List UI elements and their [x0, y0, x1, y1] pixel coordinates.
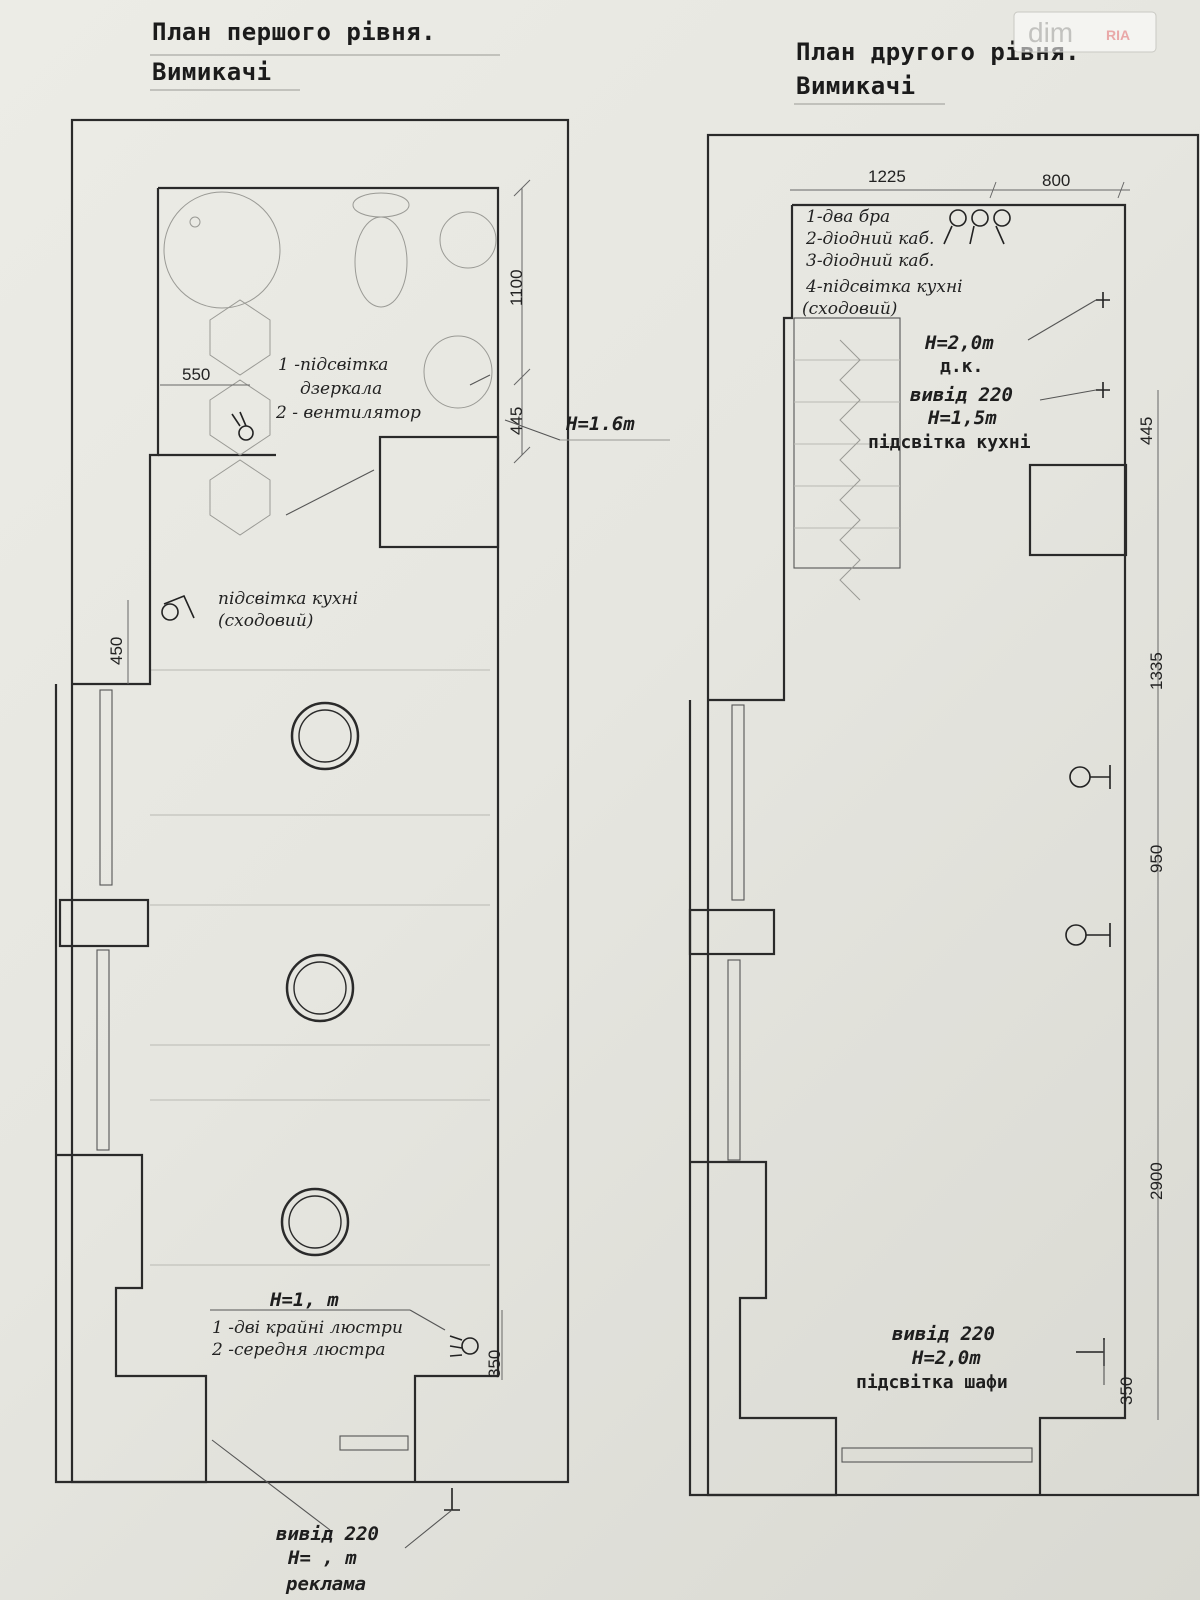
kitchen-note-2: (сходовий) [218, 611, 313, 631]
note-kitchen-2: H=1,5m [927, 407, 997, 429]
dim-2900: 2900 [1147, 1162, 1166, 1200]
switch-list-3: 3-діодний каб. [806, 251, 934, 271]
chandelier-note-2: 2 -середня люстра [211, 1340, 386, 1360]
switch-block-icon [943, 209, 1011, 245]
bath-note-1: 1 -підсвітка [278, 355, 388, 375]
shower-tray [163, 191, 281, 309]
sconce-icon [1065, 765, 1111, 947]
bath-fixture [439, 211, 497, 269]
level1-floor-grid [150, 669, 490, 1266]
chandelier-note-leader-tail [409, 1309, 446, 1331]
level2-cabinet [1028, 463, 1128, 557]
dim-450: 450 [107, 637, 126, 665]
level1-dimensions: 1100 445 550 450 350 [107, 179, 531, 1380]
note-dk-2: д.к. [940, 356, 983, 377]
kitchen-note-1: підсвітка кухні [218, 589, 358, 609]
watermark-logo: dim RIA [1013, 11, 1157, 53]
dim-1335: 1335 [1147, 652, 1166, 690]
note-dk-1: H=2,0m [924, 332, 994, 354]
note-kitchen-1: вивід 220 [910, 384, 1013, 406]
dim-550: 550 [182, 365, 210, 384]
chandelier-note-1: 1 -дві крайні люстри [212, 1318, 403, 1338]
entrance-door-swing [211, 1439, 331, 1531]
level1-title: План першого рівня. [152, 18, 436, 46]
dk-outlet-icon [1096, 292, 1110, 308]
bath-tiles [209, 299, 271, 536]
watermark-text: dim [1028, 17, 1073, 48]
level1-outer-wall [70, 118, 570, 1484]
switch-list-4: 4-підсвітка кухні [805, 277, 963, 297]
level2-inner-wall-right [792, 203, 1127, 1495]
dim-445-l2: 445 [1137, 417, 1156, 445]
note-cabinet-2: H=2,0m [911, 1347, 981, 1369]
level1-bath-switch-leader [469, 374, 491, 386]
level1-inner-wall-left-top [72, 188, 160, 686]
switch-list-2: 2-діодний каб. [805, 229, 934, 249]
dim-445-l1: 445 [507, 407, 526, 435]
level1-plan: План першого рівня. Вимикачі [54, 18, 670, 1595]
chandelier-icon [280, 701, 360, 1257]
outlet-leader [404, 1509, 453, 1549]
dim-950: 950 [1147, 845, 1166, 873]
dim-800: 800 [1042, 171, 1070, 190]
level2-pillar [688, 908, 776, 956]
level1-subtitle: Вимикачі [152, 58, 272, 86]
level2-window-1 [731, 704, 745, 901]
outlet-icon [444, 1488, 460, 1511]
toilet-tank [352, 192, 410, 218]
bath-door-swing [285, 469, 375, 516]
chandelier-note-h: H=1, m [269, 1289, 339, 1311]
toilet [354, 216, 408, 308]
level1-inner-wall-right [158, 186, 500, 1482]
level2-plan: План другого рівня. Вимикачі 1225 80 [688, 38, 1200, 1497]
level2-subtitle: Вимикачі [796, 72, 916, 100]
level1-height-mark: H=1.6m [565, 413, 635, 435]
note-cabinet-3: підсвітка шафи [856, 1372, 1008, 1393]
level2-window-2 [727, 959, 741, 1161]
note-cabinet-1: вивід 220 [892, 1323, 995, 1345]
level1-pillar [58, 898, 150, 948]
bath-note-2: дзеркала [300, 379, 382, 399]
cabinet-outlet-icon [1076, 1338, 1105, 1366]
kitchen-outlet-icon [1096, 382, 1110, 398]
bath-note-3: 2 - вентилятор [275, 403, 421, 423]
watermark-badge: RIA [1106, 27, 1130, 43]
outlet-note-3: реклама [285, 1573, 366, 1595]
dim-1100: 1100 [507, 269, 526, 306]
level2-outer-wall [706, 133, 1200, 1497]
level1-cabinet [378, 435, 500, 549]
outlet-note-2: H= , m [287, 1547, 357, 1569]
level1-inner-wall-left-bottom [54, 684, 208, 1484]
level2-shop-window [841, 1447, 1033, 1463]
dk-leader [1027, 299, 1097, 341]
level1-window-2 [96, 949, 110, 1151]
kitchen-outlet-leader [1039, 389, 1097, 401]
note-kitchen-3: підсвітка кухні [868, 432, 1031, 453]
shower-drain [189, 216, 201, 228]
switch-list-1: 1-два бра [806, 207, 890, 227]
level2-inner-wall-left-top [708, 205, 794, 702]
dim-350-l1: 350 [485, 1350, 504, 1378]
switch-symbol-icon [161, 411, 479, 1357]
level1-height-leader [504, 419, 561, 441]
dim-1225: 1225 [868, 167, 906, 186]
level2-dimensions: 1225 800 445 1335 950 2900 350 [790, 167, 1166, 1420]
washbasin [423, 335, 493, 409]
outlet-note-1: вивід 220 [276, 1523, 379, 1545]
staircase [793, 317, 901, 601]
level1-window-1 [99, 689, 113, 886]
level1-shop-window [339, 1435, 409, 1451]
level2-inner-wall-left-bottom [688, 700, 838, 1497]
dim-350-l2: 350 [1117, 1377, 1136, 1405]
switch-list-5: (сходовий) [802, 299, 897, 319]
